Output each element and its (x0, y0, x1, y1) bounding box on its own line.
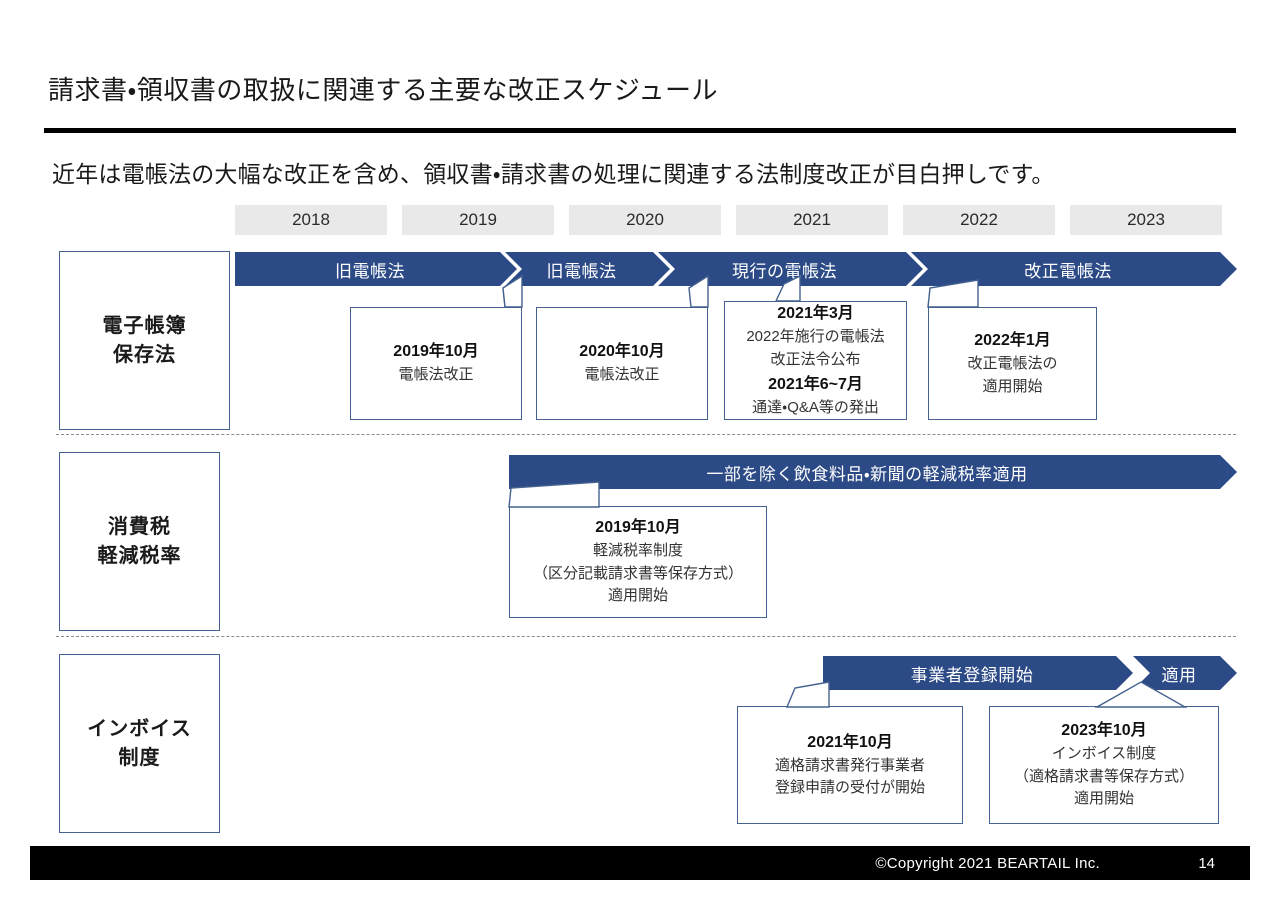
callout-line: 改正法令公布 (770, 350, 861, 368)
slide-footer: ©Copyright 2021 BEARTAIL Inc. 14 (30, 846, 1250, 880)
row-label-invoice-seido: インボイス 制度 (59, 654, 220, 833)
bar-label: 適用 (1161, 665, 1197, 685)
callout-line: 軽減税率制度 (592, 542, 683, 560)
row-divider-2 (56, 636, 1236, 637)
callout-heading: 2023年10月 (1061, 722, 1147, 740)
bar-jigyosha-toroku-kaishi[interactable]: 事業者登録開始 (823, 656, 1133, 690)
callout-line: 改正電帳法の (967, 355, 1058, 372)
year-cell-2020: 2020 (569, 205, 721, 235)
bar-label: 事業者登録開始 (910, 665, 1034, 685)
callout-line: 電帳法改正 (398, 366, 474, 384)
bar-kyu-dencho-ho-2[interactable]: 旧電帳法 (505, 252, 670, 286)
callout-2019-10-dencho: 2019年10月 電帳法改正 (350, 307, 522, 420)
bar-kaisei-dencho-ho[interactable]: 改正電帳法 (911, 252, 1237, 286)
callout-line-2: 通達・Q&A等の発出 (752, 398, 879, 416)
callout-2020-10-dencho: 2020年10月 電帳法改正 (536, 307, 708, 420)
callout-2019-10-keigen: 2019年10月 軽減税率制度 （区分記載請求書等保存方式） 適用開始 (509, 506, 767, 618)
row-label-line2: 軽減税率 (97, 544, 182, 567)
callout-line: 登録申請の受付が開始 (774, 779, 925, 796)
page-title: 請求書・領収書の取扱に関連する主要な改正スケジュール (48, 75, 719, 105)
row-label-line1: 電子帳簿 (102, 314, 187, 337)
year-cell-2022: 2022 (903, 205, 1055, 235)
callout-line: 適格請求書発行事業者 (774, 756, 925, 774)
callout-heading-2: 2021年6~7月 (768, 375, 863, 393)
row-label-line2: 保存法 (113, 343, 176, 366)
callout-line: 電帳法改正 (584, 366, 660, 384)
year-cell-2018: 2018 (235, 205, 387, 235)
row-label-line2: 制度 (118, 746, 161, 769)
bar-label: 現行の電帳法 (732, 261, 837, 281)
callout-heading: 2022年1月 (974, 332, 1051, 349)
row-label-denshi-chobo: 電子帳簿 保存法 (59, 251, 230, 430)
callout-line: 適用開始 (607, 587, 668, 605)
callout-2021-10-invoice: 2021年10月 適格請求書発行事業者 登録申請の受付が開始 (737, 706, 963, 824)
callout-heading: 2020年10月 (579, 343, 665, 361)
callout-heading: 2019年10月 (393, 343, 479, 361)
copyright-text: ©Copyright 2021 BEARTAIL Inc. (875, 854, 1100, 872)
row-label-line1: インボイス (87, 717, 192, 740)
bar-label: 旧電帳法 (335, 261, 405, 281)
bar-genko-no-dencho-ho[interactable]: 現行の電帳法 (658, 252, 923, 286)
callout-line: （適格請求書等保存方式） (1013, 767, 1194, 785)
callout-line: 適用開始 (982, 377, 1043, 395)
year-cell-2021: 2021 (736, 205, 888, 235)
title-underline-rule (44, 128, 1236, 133)
year-cell-2019: 2019 (402, 205, 554, 235)
lead-paragraph: 近年は電帳法の大幅な改正を含め、領収書・請求書の処理に関連する法制度改正が目白押… (52, 161, 1055, 187)
bar-label: 一部を除く飲食料品・新聞の軽減税率適用 (706, 464, 1028, 484)
row-divider-1 (56, 434, 1236, 435)
callout-heading: 2019年10月 (595, 519, 681, 537)
row-label-shohizei-keigen: 消費税 軽減税率 (59, 452, 220, 631)
callout-heading: 2021年10月 (807, 733, 893, 751)
bar-tekiyo[interactable]: 適用 (1133, 656, 1237, 690)
page-number: 14 (1198, 854, 1215, 872)
callout-line: インボイス制度 (1051, 745, 1157, 763)
row-label-line1: 消費税 (108, 515, 171, 538)
callout-line: （区分記載請求書等保存方式） (532, 564, 743, 582)
callout-line: 2022年施行の電帳法 (746, 328, 885, 345)
bar-label: 旧電帳法 (546, 261, 617, 281)
callout-2023-10-invoice: 2023年10月 インボイス制度 （適格請求書等保存方式） 適用開始 (989, 706, 1219, 824)
bar-label: 改正電帳法 (1024, 261, 1112, 281)
callout-line: 適用開始 (1073, 790, 1134, 808)
year-axis: 2018 2019 2020 2021 2022 2023 (235, 205, 1237, 235)
year-cell-2023: 2023 (1070, 205, 1222, 235)
bar-keigen-zeiritsu-tekiyo[interactable]: 一部を除く飲食料品・新聞の軽減税率適用 (509, 455, 1237, 489)
callout-heading: 2021年3月 (777, 305, 854, 322)
callout-2022-01-dencho: 2022年1月 改正電帳法の 適用開始 (928, 307, 1097, 420)
bar-kyu-dencho-ho-1[interactable]: 旧電帳法 (235, 252, 517, 286)
callout-2021-03-dencho: 2021年3月 2022年施行の電帳法 改正法令公布 2021年6~7月 通達・… (724, 301, 907, 420)
